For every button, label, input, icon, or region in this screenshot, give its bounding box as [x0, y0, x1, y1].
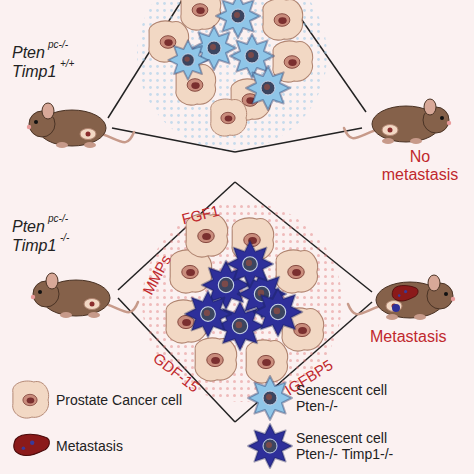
- outcome-label: No metastasis: [378, 148, 462, 183]
- genotype-superscript: pc-/-: [48, 213, 68, 224]
- gene-name: Timp1: [12, 237, 56, 255]
- illustration-part: [246, 66, 290, 110]
- gene-name: Timp1: [12, 63, 56, 81]
- legend-swatch: [245, 421, 295, 471]
- illustration-part: [227, 241, 273, 287]
- illustration-part: [31, 273, 138, 318]
- legend-text: Metastasis: [56, 438, 246, 454]
- legend-text: Senescent cell Pten-/- Timp1-/-: [296, 430, 414, 462]
- illustration-part: [254, 288, 302, 336]
- legend-icons: [13, 381, 50, 456]
- illustration-part: [263, 0, 303, 40]
- genotype-superscript: pc-/-: [48, 39, 68, 50]
- illustration-part: [137, 0, 327, 150]
- illustration-part: [216, 0, 260, 38]
- illustration-part: [276, 250, 318, 293]
- illustration-part: [168, 40, 208, 80]
- illustration-part: [185, 291, 231, 337]
- outcome-label: Metastasis: [370, 328, 446, 346]
- cell-cluster-middle: [142, 202, 342, 402]
- illustration-part: [348, 275, 455, 320]
- legend-text: Prostate Cancer cell: [56, 392, 246, 408]
- gene-name: Pten: [12, 218, 45, 236]
- mouse-icons: [27, 99, 455, 320]
- illustration-part: [211, 99, 247, 136]
- illustration-part: [142, 202, 342, 402]
- illustration-part: [392, 304, 400, 312]
- genotype-superscript: -/-: [60, 232, 69, 243]
- gene-name: Pten: [12, 44, 45, 62]
- illustration-part: [392, 285, 418, 301]
- cell-cluster-top: [137, 0, 327, 150]
- genotype-superscript: +/+: [60, 58, 74, 69]
- illustration-part: [246, 340, 288, 383]
- illustration-part: [27, 103, 134, 148]
- illustration-part: [14, 434, 50, 455]
- illustration-part: [195, 338, 237, 381]
- senescent-cell-symbol: [248, 376, 292, 420]
- legend-text: Senescent cell Pten-/-: [296, 382, 414, 414]
- illustration-part: [13, 381, 49, 418]
- senescent-cell-symbol: [248, 424, 292, 468]
- illustration-part: [344, 99, 451, 144]
- legend-swatch: [245, 373, 295, 423]
